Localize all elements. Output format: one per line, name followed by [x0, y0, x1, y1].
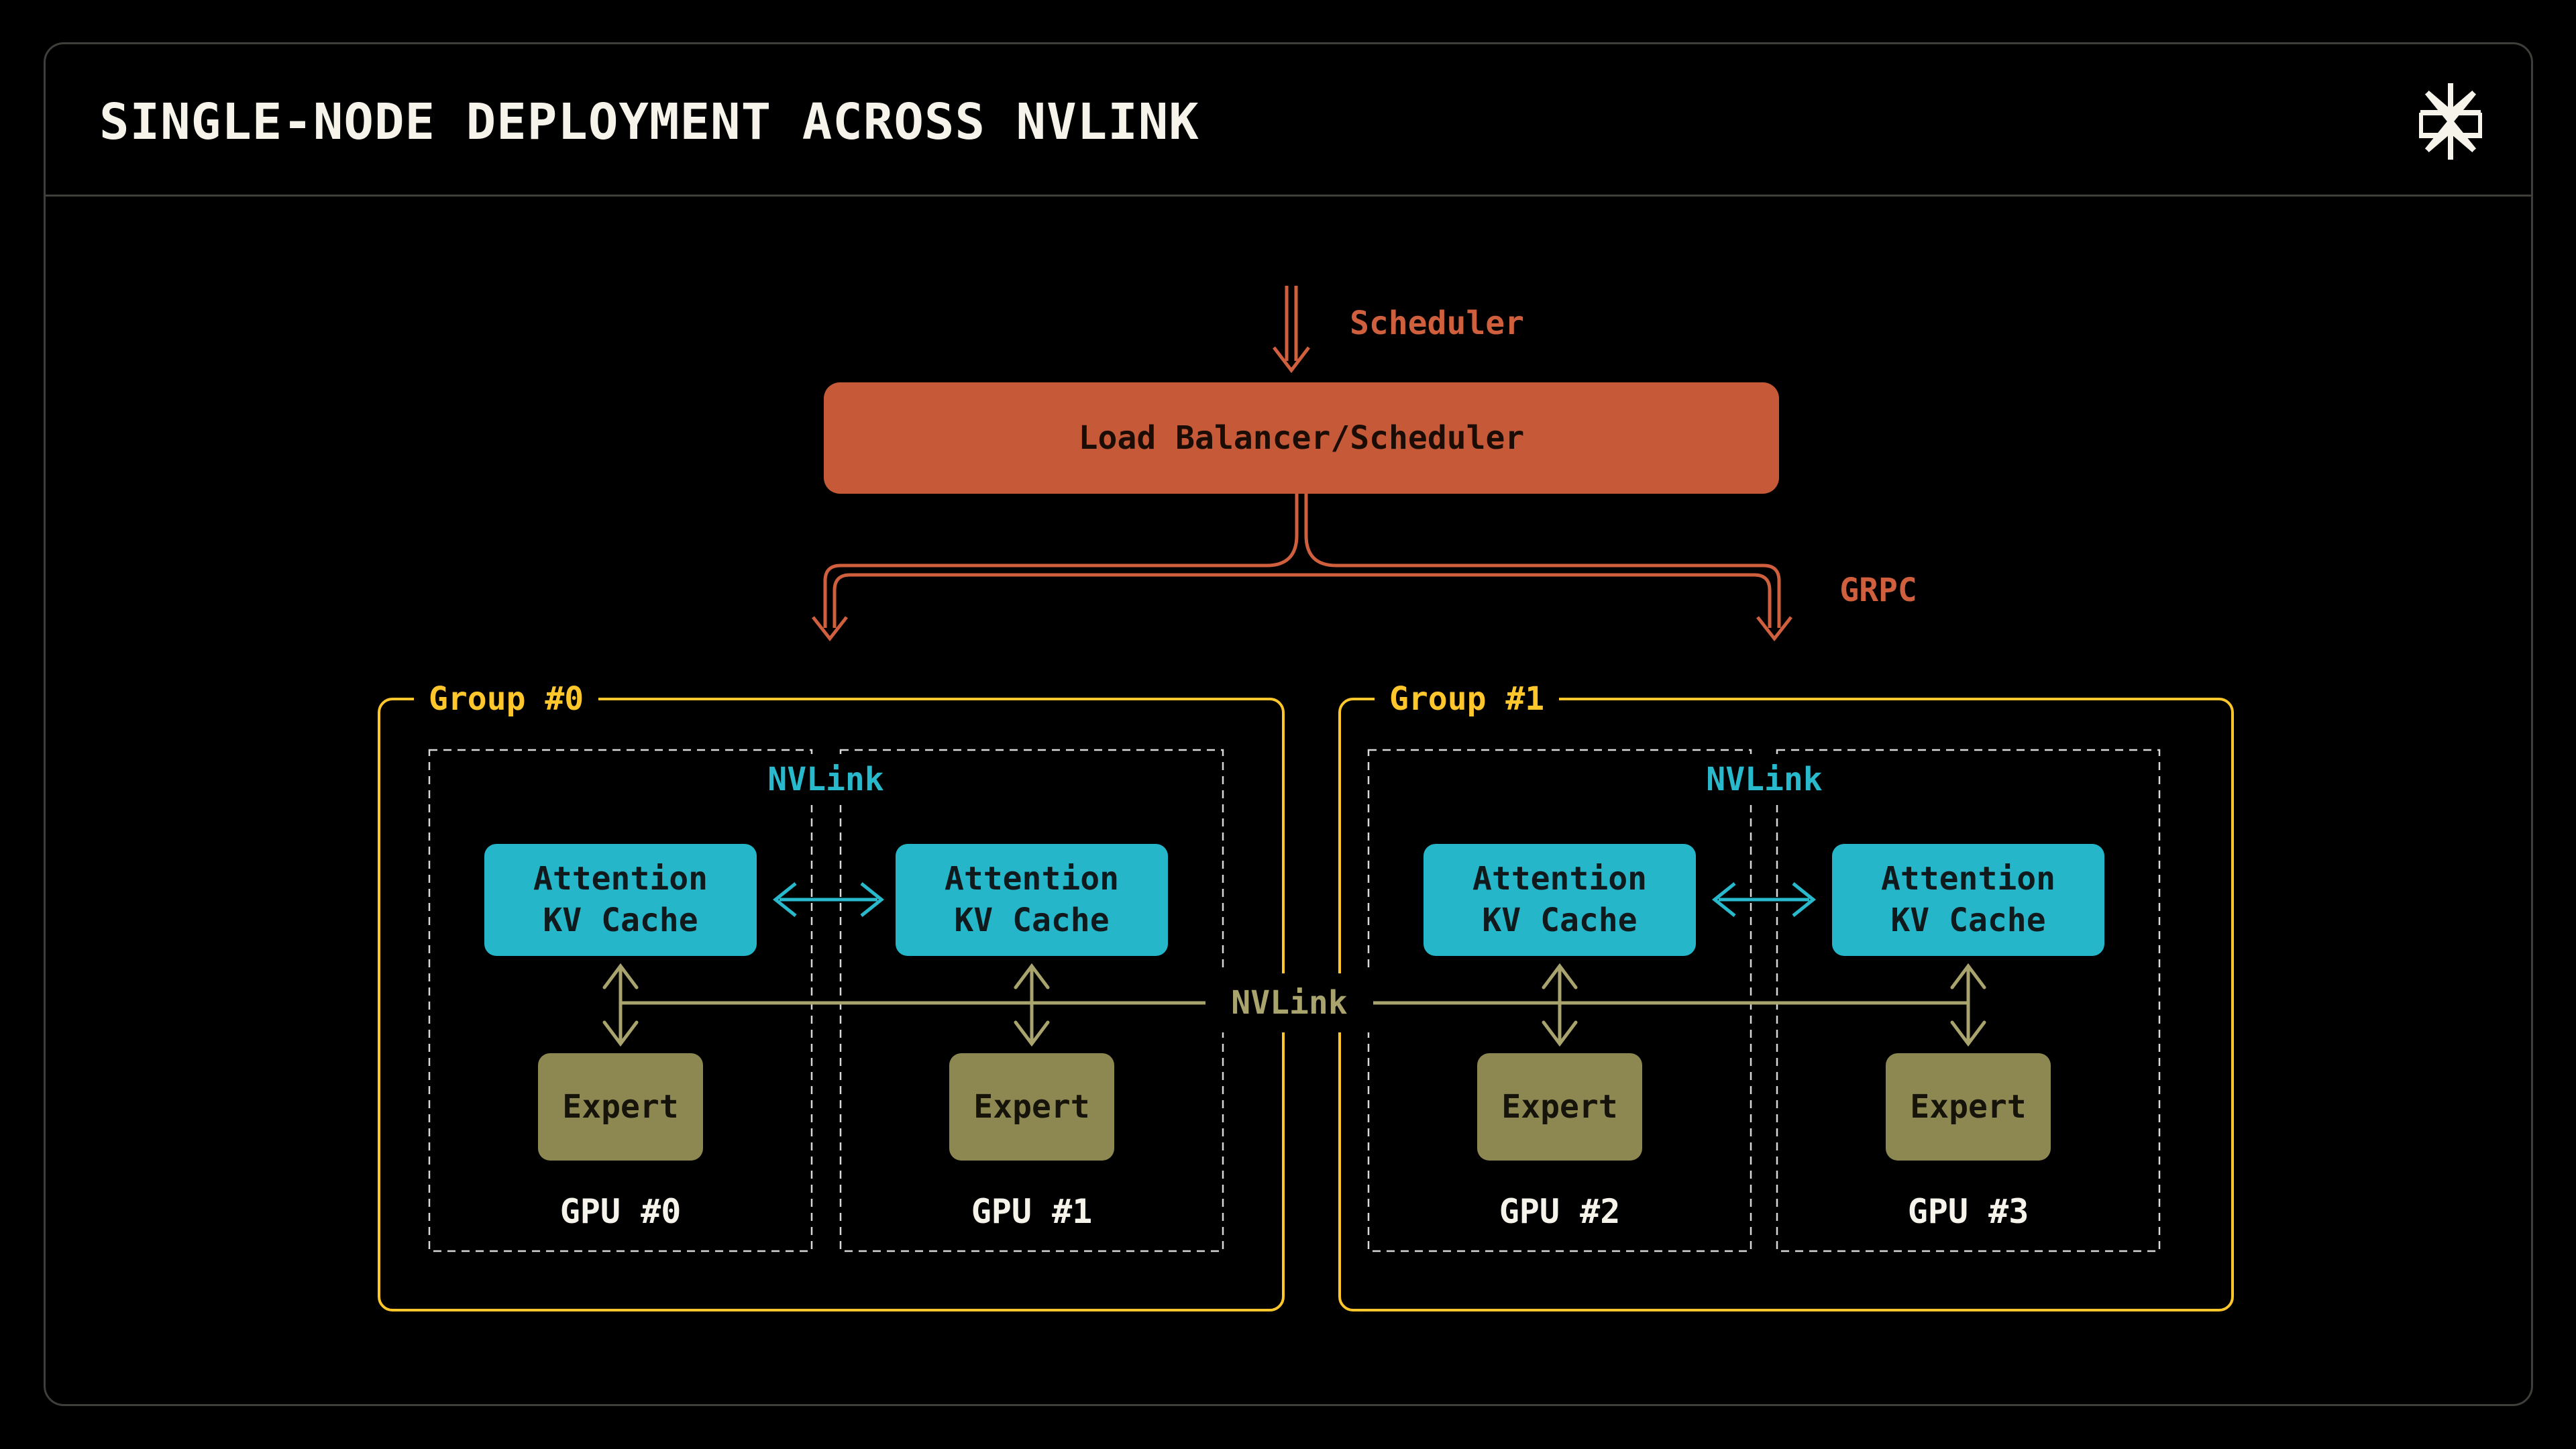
page-title: SINGLE-NODE DEPLOYMENT ACROSS NVLINK — [99, 93, 1199, 151]
gpu2-attention-node: Attention KV Cache — [1424, 844, 1696, 956]
scheduler-arrow — [1273, 286, 1310, 374]
outer-frame — [44, 42, 2533, 1406]
attention-label-line2: KV Cache — [1890, 901, 2046, 939]
attention-label-line1: Attention — [533, 860, 708, 898]
nvlink-bus-label: NVLink — [1205, 973, 1373, 1032]
gpu1-label: GPU #1 — [971, 1192, 1093, 1231]
group-0-nvlink-label: NVLink — [757, 754, 895, 805]
attention-label-line2: KV Cache — [543, 901, 698, 939]
gpu2-boundary — [1367, 749, 1752, 1252]
attention-label-line2: KV Cache — [954, 901, 1110, 939]
starburst-logo-icon — [2419, 83, 2482, 160]
gpu3-boundary — [1776, 749, 2161, 1252]
nvlink-attention-arrow-group0 — [772, 882, 885, 917]
grpc-branch-arrows — [812, 494, 1792, 642]
gpu0-label: GPU #0 — [559, 1192, 682, 1231]
gpu3-attention-node: Attention KV Cache — [1832, 844, 2104, 956]
gpu0-attention-node: Attention KV Cache — [484, 844, 757, 956]
grpc-label: GRPC — [1839, 572, 1917, 609]
attention-label-line2: KV Cache — [1482, 901, 1638, 939]
scheduler-label: Scheduler — [1349, 305, 1525, 342]
group-1-label: Group #1 — [1375, 679, 1560, 719]
group-0-label: Group #0 — [414, 679, 599, 719]
gpu2-label: GPU #2 — [1499, 1192, 1621, 1231]
gpu3-expert-node: Expert — [1886, 1053, 2051, 1161]
gpu2-expert-node: Expert — [1477, 1053, 1642, 1161]
attention-label-line1: Attention — [1472, 860, 1648, 898]
attention-expert-arrows — [602, 963, 1986, 1047]
attention-label-line1: Attention — [1880, 860, 2056, 898]
load-balancer-node: Load Balancer/Scheduler — [824, 382, 1779, 494]
group-1-nvlink-label: NVLink — [1695, 754, 1833, 805]
gpu1-boundary — [839, 749, 1224, 1252]
gpu0-expert-node: Expert — [538, 1053, 703, 1161]
gpu1-expert-node: Expert — [949, 1053, 1114, 1161]
header-bar — [46, 44, 2531, 197]
nvlink-attention-arrow-group1 — [1711, 882, 1817, 917]
gpu0-boundary — [428, 749, 813, 1252]
gpu1-attention-node: Attention KV Cache — [896, 844, 1168, 956]
gpu3-label: GPU #3 — [1907, 1192, 2029, 1231]
attention-label-line1: Attention — [944, 860, 1120, 898]
